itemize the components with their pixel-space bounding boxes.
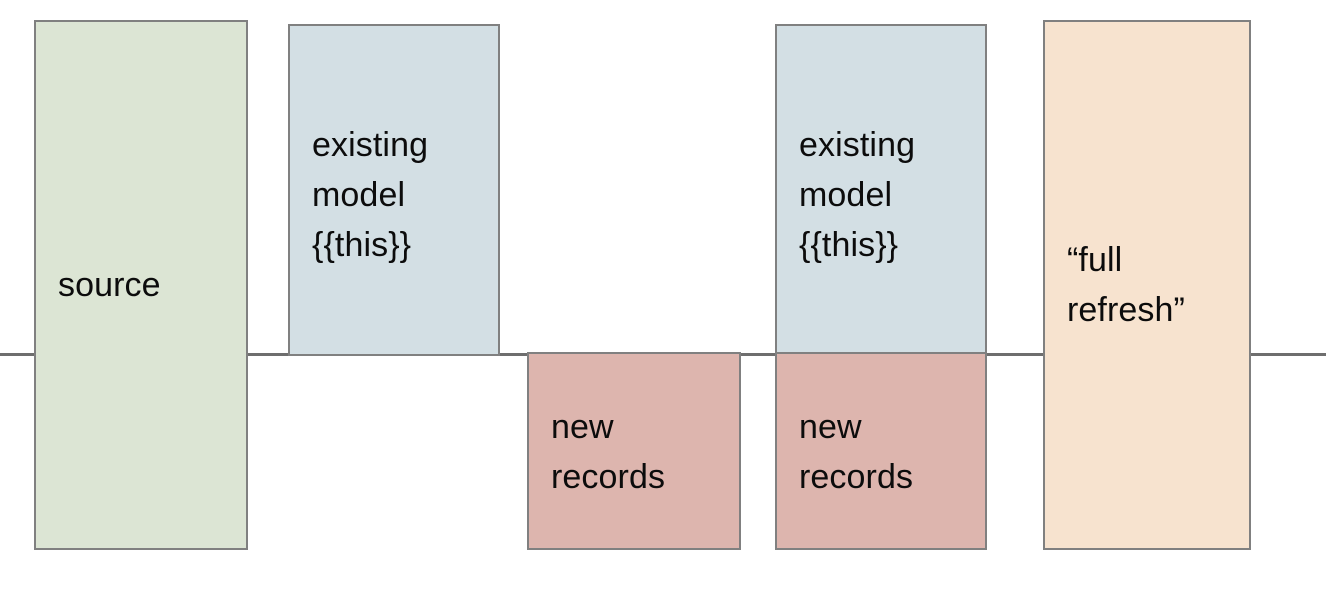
box-full-refresh[interactable]: “full refresh” [1043, 20, 1251, 550]
box-new-records-1[interactable]: new records [527, 352, 741, 550]
box-existing-model-2[interactable]: existing model {{this}} [775, 24, 987, 356]
box-existing-model-1-label: existing model {{this}} [312, 126, 429, 264]
box-existing-model-1[interactable]: existing model {{this}} [288, 24, 500, 356]
box-new-records-2[interactable]: new records [775, 352, 987, 550]
box-full-refresh-label: “full refresh” [1067, 241, 1185, 329]
box-source[interactable]: source [34, 20, 248, 550]
box-existing-model-2-label: existing model {{this}} [799, 126, 916, 264]
box-new-records-2-label: new records [799, 408, 914, 496]
box-source-label: source [58, 266, 161, 304]
box-new-records-1-label: new records [551, 408, 666, 496]
